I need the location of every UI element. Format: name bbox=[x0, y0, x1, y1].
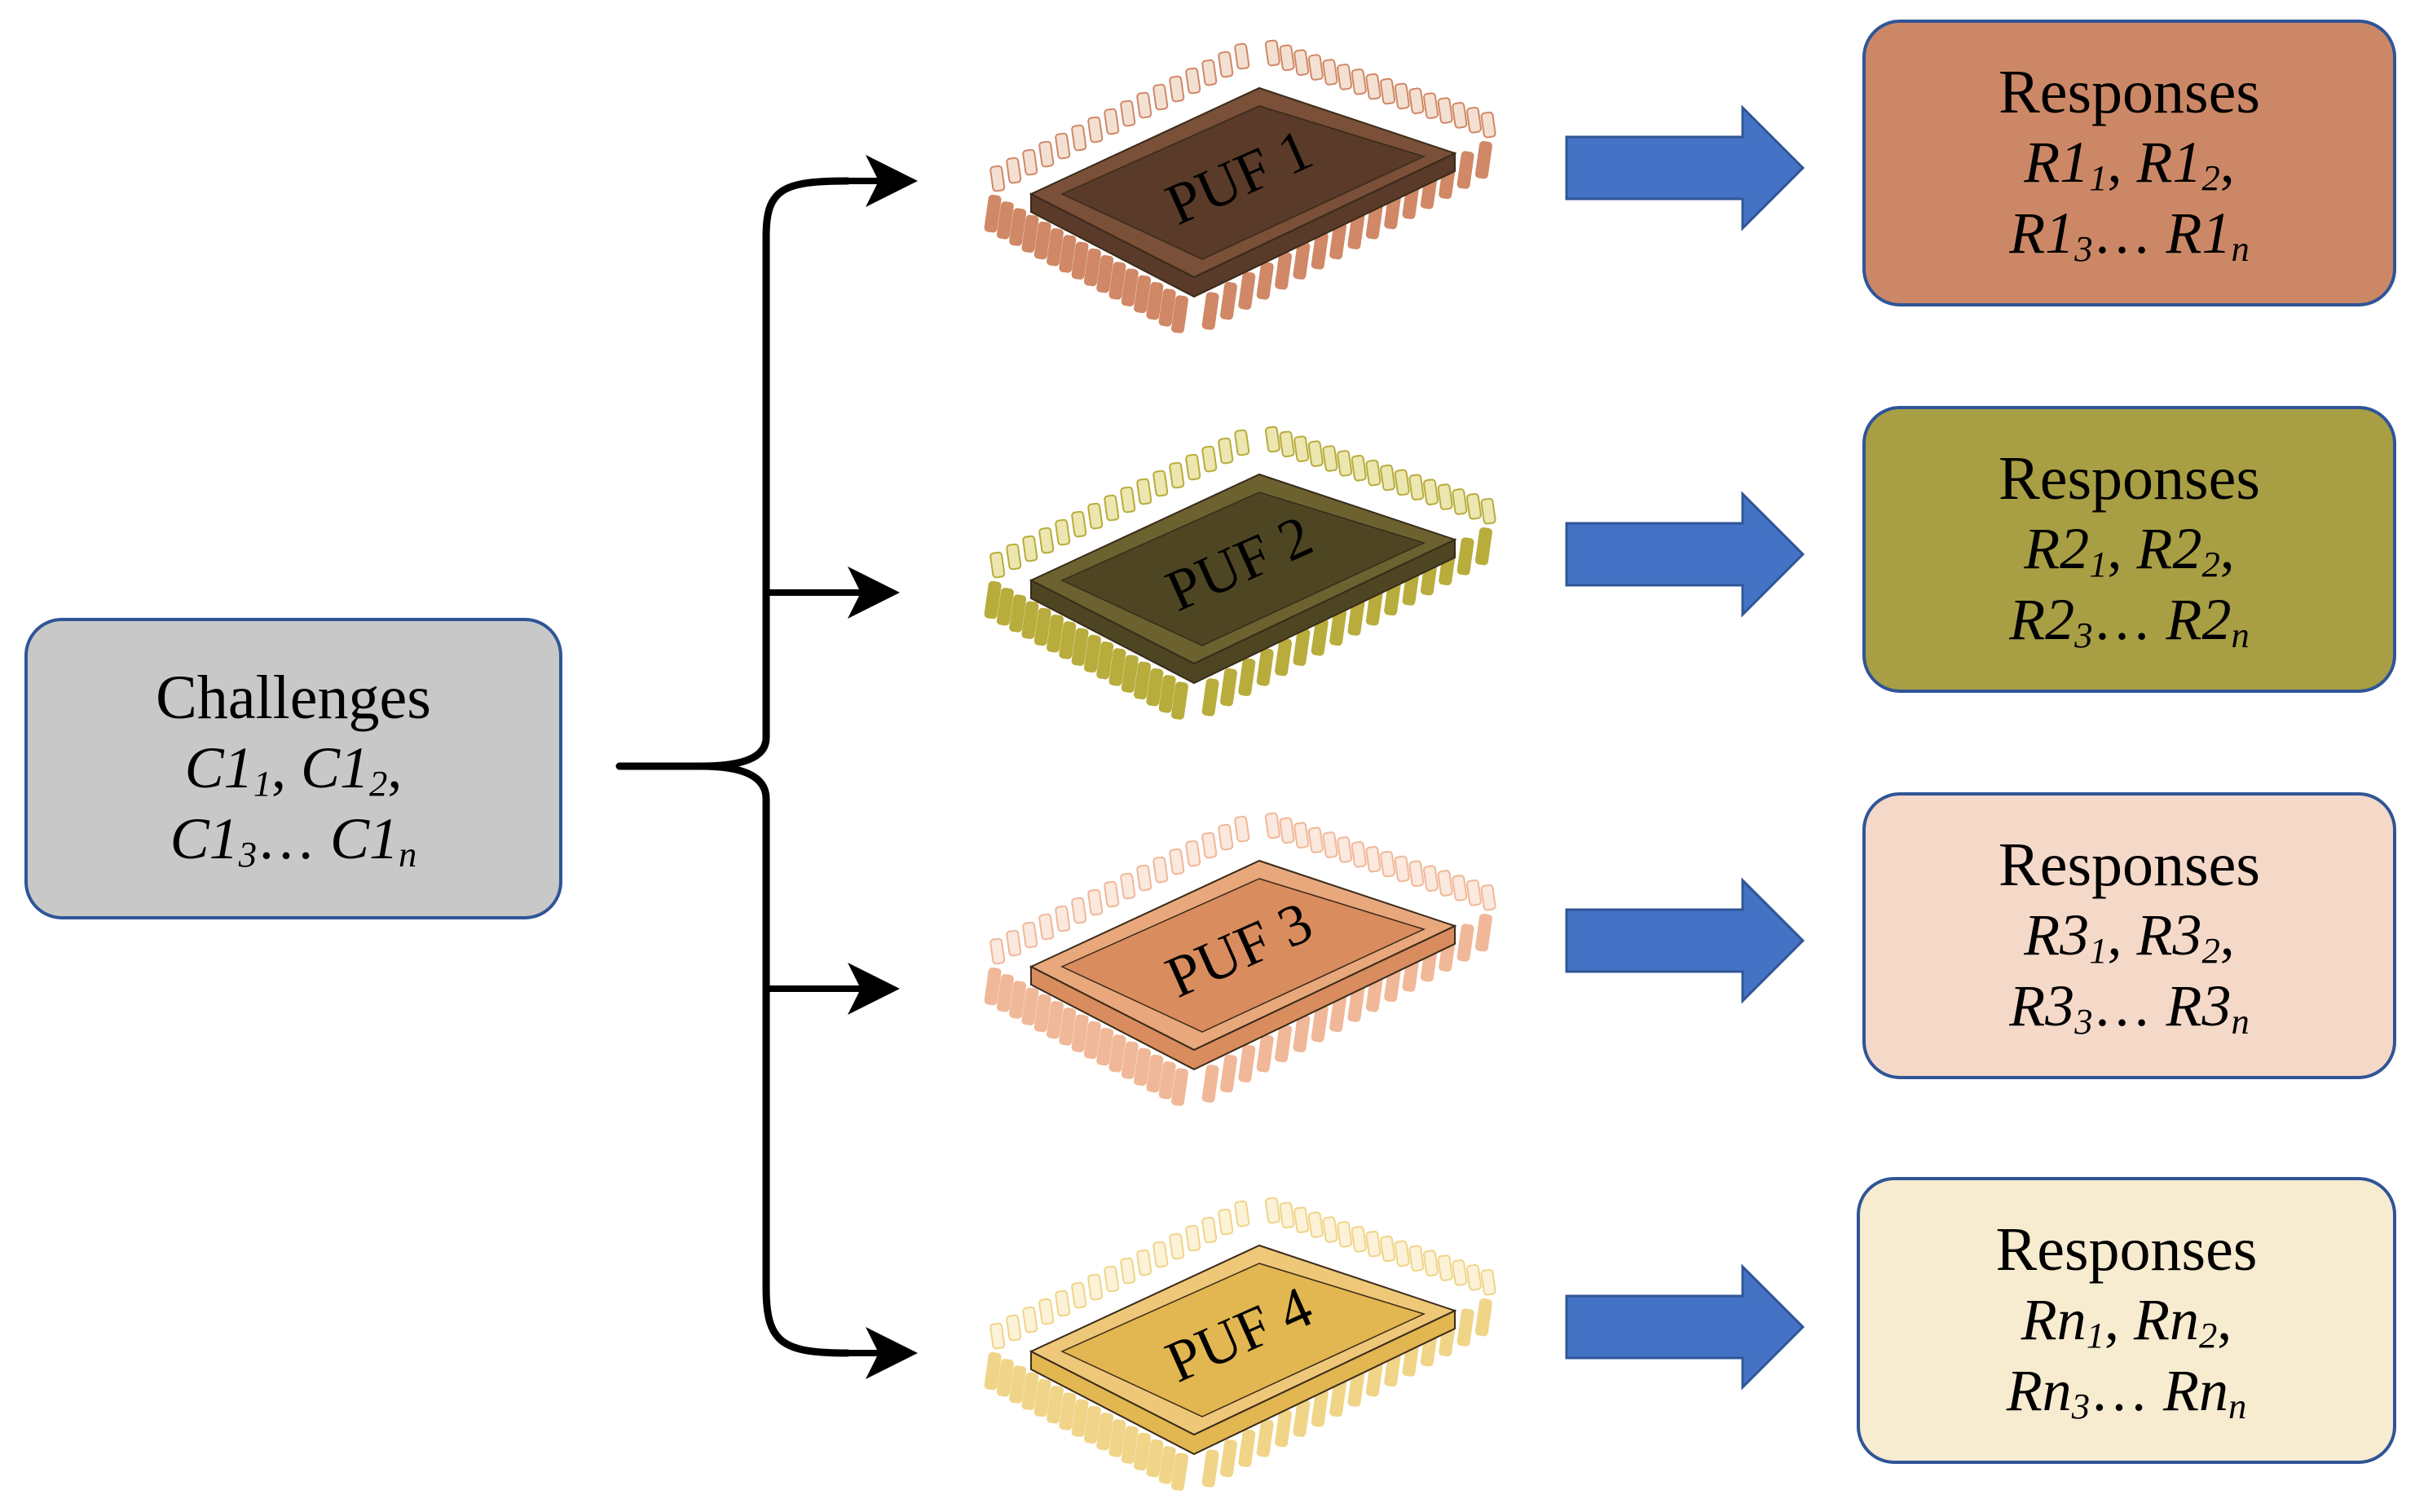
responses-line-4b: Rn3… Rnn bbox=[2006, 1357, 2247, 1426]
responses-box-4: Responses Rn1, Rn2, Rn3… Rnn bbox=[1857, 1177, 2396, 1464]
responses-line-1a: R11, R12, bbox=[2024, 130, 2235, 198]
puf-chip-4: PUF 4 bbox=[984, 1197, 1496, 1491]
challenges-line-2: C13… C1n bbox=[170, 805, 417, 875]
responses-box-3: Responses R31, R32, R33… R3n bbox=[1862, 792, 2396, 1079]
responses-title-1: Responses bbox=[1999, 58, 2260, 127]
responses-line-2b: R23… R2n bbox=[2009, 586, 2250, 655]
responses-line-2a: R21, R22, bbox=[2024, 516, 2235, 584]
challenge-1: C11 bbox=[184, 735, 271, 804]
challenges-box: Challenges C11, C12, C13… C1n bbox=[24, 618, 562, 919]
puf-chips: PUF 1 PUF 2 PUF 3 PUF 4 bbox=[984, 39, 1496, 1491]
responses-line-4a: Rn1, Rn2, bbox=[2021, 1287, 2232, 1356]
challenge-3: C13 bbox=[170, 805, 257, 875]
challenge-2: C12 bbox=[301, 735, 388, 804]
responses-line-1b: R13… R1n bbox=[2009, 200, 2250, 269]
chip-body-face bbox=[1060, 1263, 1426, 1417]
responses-title-2: Responses bbox=[1999, 444, 2260, 514]
responses-box-2: Responses R21, R22, R23… R2n bbox=[1862, 406, 2396, 693]
responses-line-3a: R31, R32, bbox=[2024, 902, 2235, 971]
puf-chip-1: PUF 1 bbox=[984, 39, 1496, 333]
brace-stem bbox=[615, 177, 852, 770]
chip-pins bbox=[984, 1197, 1496, 1491]
output-arrow-1 bbox=[1565, 104, 1805, 231]
output-arrow-4 bbox=[1565, 1263, 1805, 1391]
output-arrow-2 bbox=[1565, 491, 1805, 618]
branch-connector bbox=[615, 177, 852, 1357]
chip-body-face bbox=[1060, 492, 1426, 646]
challenges-title: Challenges bbox=[156, 663, 431, 733]
chip-pins bbox=[984, 39, 1496, 333]
chip-body-face bbox=[1060, 105, 1426, 260]
output-arrows bbox=[1565, 104, 1805, 1391]
chip-pins bbox=[984, 425, 1496, 720]
challenge-n: C1n bbox=[330, 805, 417, 875]
brace-lower bbox=[697, 762, 852, 1357]
chip-pins bbox=[984, 812, 1496, 1106]
puf-chip-2: PUF 2 bbox=[984, 425, 1496, 720]
responses-box-1: Responses R11, R12, R13… R1n bbox=[1862, 20, 2396, 306]
responses-title-3: Responses bbox=[1999, 831, 2260, 900]
puf-chip-3: PUF 3 bbox=[984, 812, 1496, 1106]
responses-line-3b: R33… R3n bbox=[2009, 972, 2250, 1042]
output-arrow-3 bbox=[1565, 877, 1805, 1004]
responses-title-4: Responses bbox=[1995, 1215, 2258, 1285]
branch-arrows bbox=[768, 155, 918, 1379]
challenges-line-1: C11, C12, bbox=[184, 735, 403, 804]
chip-body-face bbox=[1060, 878, 1426, 1033]
